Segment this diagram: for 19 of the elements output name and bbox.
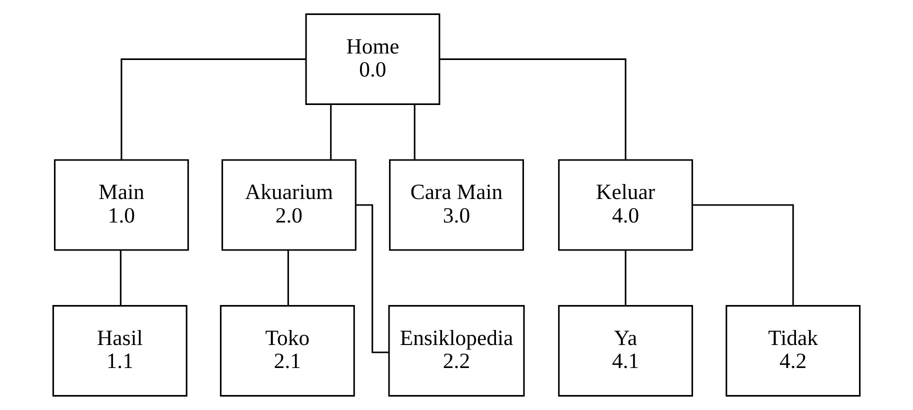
node-box: Cara Main 3.0 — [389, 159, 524, 251]
connector — [287, 250, 289, 306]
node-box: Tidak 4.2 — [726, 305, 861, 397]
connector — [356, 204, 389, 354]
node-box: Home 0.0 — [305, 13, 440, 105]
node-box: Akuarium 2.0 — [222, 159, 356, 251]
node-box: Toko 2.1 — [220, 305, 355, 397]
node-box: Main 1.0 — [54, 159, 189, 251]
node-box: Ensiklopedia 2.2 — [388, 305, 525, 397]
connector — [624, 250, 626, 306]
connector — [440, 58, 626, 160]
connector — [692, 204, 794, 306]
connector — [120, 250, 122, 306]
node-box: Keluar 4.0 — [558, 159, 694, 251]
node-box: Hasil 1.1 — [52, 305, 188, 397]
node-box: Ya 4.1 — [558, 305, 694, 397]
connector — [330, 104, 332, 160]
connector — [414, 104, 416, 160]
connector — [120, 58, 306, 160]
